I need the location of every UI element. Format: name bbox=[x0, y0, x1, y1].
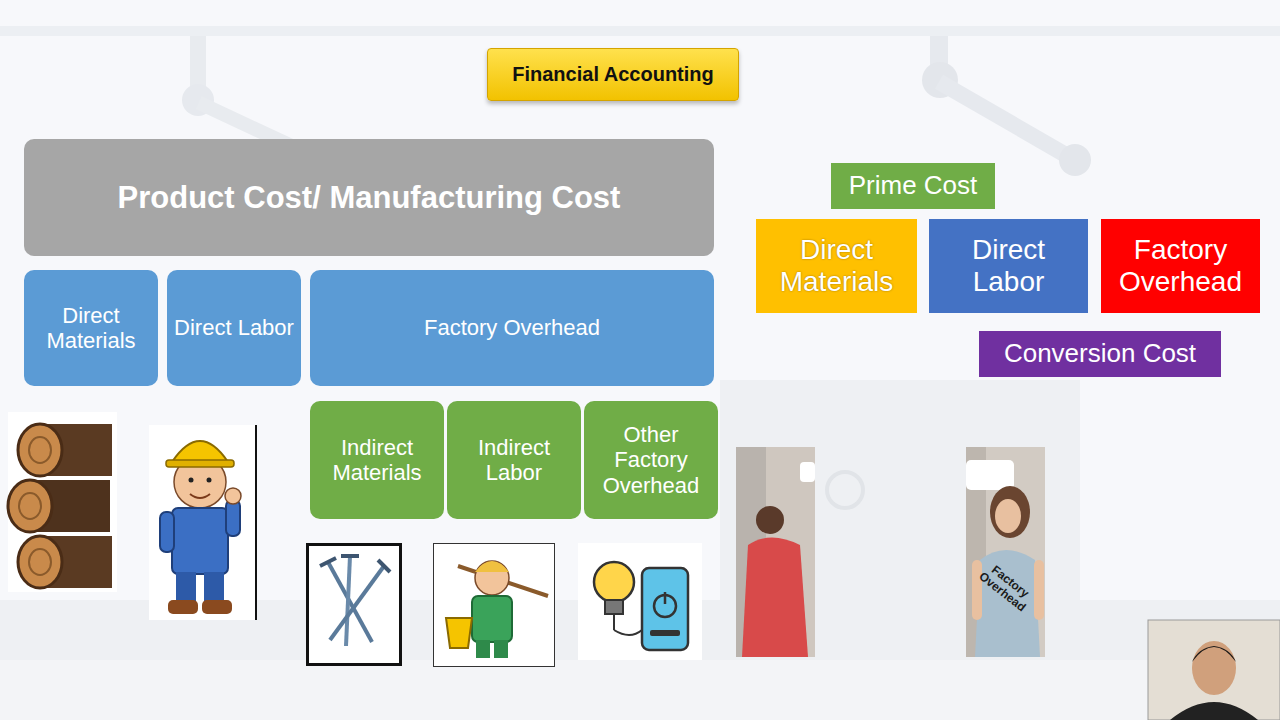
utility-icon bbox=[605, 600, 623, 614]
group-tag: Prime Cost bbox=[831, 163, 995, 209]
box-label: Direct Materials bbox=[762, 234, 911, 298]
utility-icon bbox=[578, 543, 702, 660]
meme-photo-left bbox=[736, 447, 815, 657]
cleaner-icon bbox=[494, 640, 508, 658]
cleaner-icon bbox=[472, 596, 512, 642]
meme-photo-right bbox=[966, 460, 1014, 490]
worker-icon bbox=[176, 572, 196, 602]
meme-photo-left bbox=[756, 506, 784, 534]
nails-icon bbox=[308, 545, 401, 665]
cleaner-icon bbox=[475, 561, 509, 595]
worker-icon bbox=[207, 478, 212, 483]
cleaner-icon bbox=[476, 640, 490, 658]
worker-icon bbox=[149, 425, 256, 620]
cost-element-box: Factory Overhead bbox=[1101, 219, 1260, 313]
wood-logs-icon bbox=[19, 493, 41, 519]
factory-background bbox=[1059, 144, 1091, 176]
box-label: Direct Labor bbox=[935, 234, 1082, 298]
box-label: Factory Overhead bbox=[424, 315, 600, 340]
utility-icon bbox=[642, 568, 688, 650]
worker-icon bbox=[172, 441, 228, 462]
cost-element-box: Direct Labor bbox=[167, 270, 301, 386]
utility-icon bbox=[614, 630, 642, 635]
meme-photo-left bbox=[800, 462, 815, 482]
utility-icon bbox=[594, 562, 634, 602]
webcam-presenter bbox=[1192, 646, 1236, 662]
worker-icon bbox=[172, 508, 228, 574]
box-label: Indirect Labor bbox=[453, 435, 575, 486]
nails-icon bbox=[330, 566, 384, 640]
wood-logs-icon bbox=[18, 424, 62, 476]
box-label: Indirect Materials bbox=[316, 435, 438, 486]
worker-icon bbox=[226, 500, 240, 536]
worker-icon bbox=[149, 425, 256, 620]
cost-element-box: Direct Materials bbox=[756, 219, 917, 313]
title-box: Financial Accounting bbox=[487, 48, 739, 101]
nails-icon bbox=[308, 545, 401, 665]
wood-logs-icon bbox=[29, 549, 51, 575]
webcam-presenter bbox=[1192, 641, 1236, 695]
factory-background bbox=[935, 75, 1073, 164]
meme-photo-right bbox=[966, 447, 1045, 657]
worker-icon bbox=[189, 478, 194, 483]
nails-icon bbox=[320, 558, 336, 566]
worker-icon bbox=[166, 460, 234, 467]
utility-icon bbox=[613, 614, 615, 630]
meme-photo-right bbox=[966, 447, 1045, 657]
utility-icon bbox=[664, 592, 667, 604]
meme-photo-left bbox=[736, 447, 815, 657]
overhead-part-box: Other Factory Overhead bbox=[584, 401, 718, 519]
worker-icon bbox=[160, 512, 174, 552]
overhead-part-box: Indirect Labor bbox=[447, 401, 581, 519]
nails-icon bbox=[341, 554, 359, 558]
cleaner-icon bbox=[434, 544, 555, 667]
worker-icon bbox=[225, 488, 241, 504]
factory-background bbox=[0, 26, 1280, 720]
worker-icon bbox=[190, 494, 210, 498]
meme-photo-right bbox=[995, 499, 1021, 533]
worker-icon bbox=[168, 600, 198, 614]
box-label: Conversion Cost bbox=[1004, 339, 1196, 369]
cost-element-box: Direct Labor bbox=[929, 219, 1088, 313]
box-label: Other Factory Overhead bbox=[590, 422, 712, 498]
cleaner-icon bbox=[475, 561, 509, 572]
wood-logs-icon bbox=[18, 536, 62, 588]
cleaner-icon bbox=[434, 544, 555, 667]
utility-icon bbox=[650, 630, 680, 636]
meme-photo-left bbox=[742, 538, 808, 658]
box-label: Prime Cost bbox=[849, 171, 978, 201]
wood-logs-icon bbox=[8, 412, 117, 592]
factory-background bbox=[0, 26, 1280, 36]
category-box: Product Cost/ Manufacturing Cost bbox=[24, 139, 714, 256]
cleaner-icon bbox=[446, 618, 472, 648]
worker-icon bbox=[202, 600, 232, 614]
utility-icon bbox=[578, 543, 702, 660]
factory-background bbox=[0, 660, 1280, 720]
webcam-presenter bbox=[1148, 620, 1280, 720]
box-label: Factory Overhead bbox=[1107, 234, 1254, 298]
nails-icon bbox=[378, 560, 390, 572]
nails-icon bbox=[346, 556, 350, 646]
meme-photo-right bbox=[1034, 560, 1044, 620]
cost-element-box: Direct Materials bbox=[24, 270, 158, 386]
cost-element-box: Factory Overhead bbox=[310, 270, 714, 386]
meme-photo-right bbox=[972, 560, 982, 620]
meme-photo-right bbox=[990, 486, 1030, 538]
worker-icon bbox=[255, 425, 257, 620]
box-label: Direct Labor bbox=[174, 315, 294, 340]
group-tag: Conversion Cost bbox=[979, 331, 1221, 377]
wood-logs-icon bbox=[8, 412, 117, 592]
wood-logs-icon bbox=[8, 480, 52, 532]
webcam-presenter bbox=[1170, 702, 1258, 720]
slide-title: Financial Accounting bbox=[512, 63, 714, 86]
wood-logs-icon bbox=[29, 437, 51, 463]
worker-icon bbox=[204, 572, 224, 602]
box-label: Direct Materials bbox=[30, 303, 152, 354]
webcam-presenter bbox=[1148, 620, 1280, 720]
webcam-presenter bbox=[1148, 620, 1280, 720]
overhead-part-box: Indirect Materials bbox=[310, 401, 444, 519]
box-label: Product Cost/ Manufacturing Cost bbox=[118, 180, 621, 216]
factory-background bbox=[827, 472, 863, 508]
